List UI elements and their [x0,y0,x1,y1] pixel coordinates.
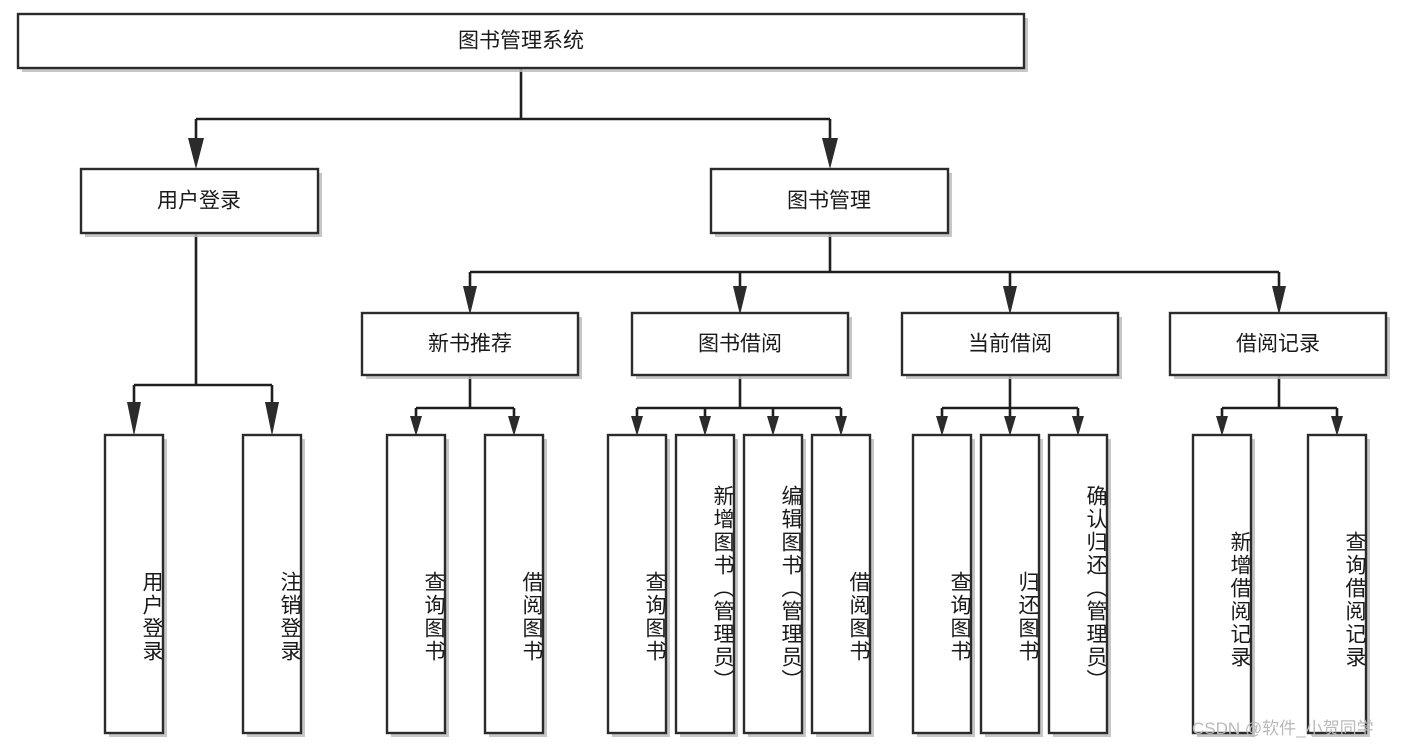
arrow-head-leaf-edit-book [767,416,779,436]
arrow-head-leaf-confirm-return [1072,416,1084,436]
arrow-head-leaf-query-book-2 [631,416,643,436]
arrow-head-leaf-logout-login [265,402,279,436]
arrow-head-leaf-return-book [1004,416,1016,436]
horizontal-label-layer: 图书管理系统 用户登录 图书管理 新书推荐 图书借阅 当前借阅 借阅记录 [157,30,1320,356]
arrow-head-leaf-borrow-book-1 [508,416,520,436]
arrow-head-leaf-borrow-book-2 [835,416,847,436]
arrow-head-book-manage [822,138,838,169]
label-borrow-record: 借阅记录 [1236,333,1320,356]
node-book-manage[interactable] [709,167,950,235]
arrow-head-user-login [188,138,204,169]
node-leaf-borrow-book-2[interactable] [810,433,872,735]
arrow-head-leaf-query-book-3 [936,416,948,436]
node-leaf-logout-login[interactable] [241,433,303,735]
arrow-head-leaf-add-record [1216,416,1228,436]
arrow-head-leaf-query-book-1 [410,416,422,436]
node-leaf-add-book[interactable] [674,433,736,735]
node-leaf-borrow-book-1[interactable] [483,433,545,735]
node-user-login[interactable] [79,167,320,235]
node-leaf-confirm-return[interactable] [1047,433,1109,735]
node-current-borrow[interactable] [900,311,1120,377]
node-leaf-edit-book[interactable] [742,433,804,735]
arrow-head-leaf-add-book [699,416,711,436]
node-leaf-add-record[interactable] [1191,433,1253,735]
arrow-head-new-book-recommend [463,286,477,315]
label-user-login: 用户登录 [157,190,241,213]
arrow-head-book-borrow [733,286,747,315]
node-leaf-return-book[interactable] [979,433,1041,735]
node-root[interactable] [16,12,1026,70]
label-root: 图书管理系统 [458,30,584,53]
label-book-manage: 图书管理 [787,190,871,213]
label-new-book-recommend: 新书推荐 [428,333,512,356]
csdn-watermark: CSDN @软件_小贺同学 [1192,719,1374,738]
node-book-borrow[interactable] [630,311,850,377]
label-current-borrow: 当前借阅 [968,333,1052,356]
node-borrow-record[interactable] [1168,311,1388,377]
arrow-head-leaf-query-record [1331,416,1343,436]
node-leaf-query-book-3[interactable] [911,433,973,735]
arrow-head-borrow-record [1272,286,1286,315]
connector-layer [127,68,1343,436]
box-layer [16,12,1388,735]
arrow-head-leaf-user-login [127,402,141,436]
label-book-borrow: 图书借阅 [698,333,782,356]
node-new-book-recommend[interactable] [360,311,580,377]
arrow-head-current-borrow [1003,286,1017,315]
node-leaf-query-book-2[interactable] [606,433,668,735]
node-leaf-query-record[interactable] [1306,433,1368,735]
node-leaf-query-book-1[interactable] [385,433,447,735]
node-leaf-user-login[interactable] [103,433,165,735]
